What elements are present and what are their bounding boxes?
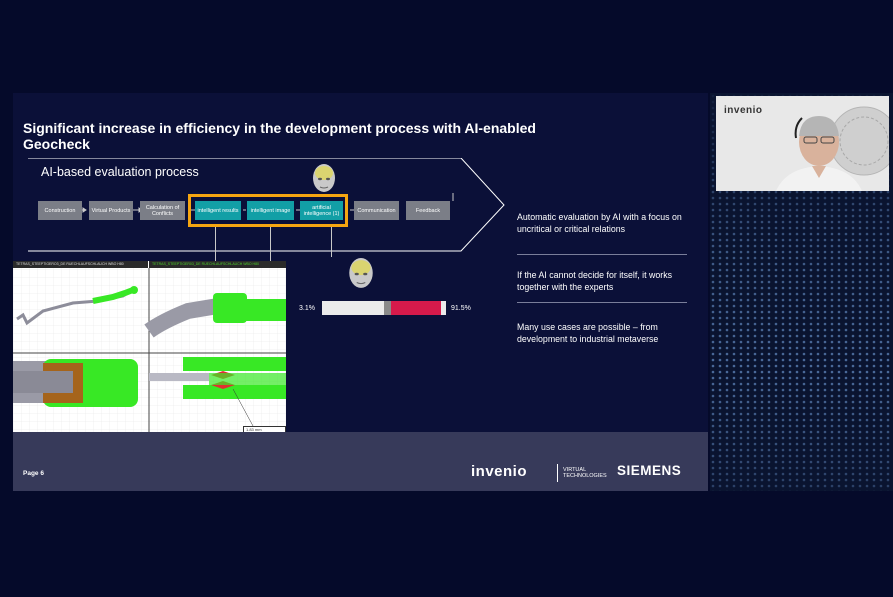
step-communication: Communication — [354, 201, 399, 220]
connector-line — [331, 227, 332, 257]
step-artificial-intelligence: artificial intelligence (1) — [300, 201, 343, 220]
process-arrow-frame — [28, 158, 505, 252]
logo-separator — [557, 464, 558, 482]
slide-title: Significant increase in efficiency in th… — [23, 120, 536, 152]
image-header-right: TETRAS_STEEPTIGER03_DE RUECHLAUFSCHLAUCH… — [149, 261, 286, 268]
connector-line — [270, 227, 271, 261]
geocheck-image-grid: TETRAS_STEEPTIGERO3_DE RUECHLAUFSCHLAUCH… — [13, 261, 286, 438]
ai-head-icon — [349, 258, 373, 288]
virtual-technologies-text: VIRTUAL TECHNOLOGIES — [563, 467, 607, 479]
page-number: Page 6 — [23, 470, 44, 477]
ai-head-icon — [313, 164, 335, 192]
bullet-2: If the AI cannot decide for itself, it w… — [517, 270, 672, 292]
step-feedback: Feedback — [406, 201, 450, 220]
webcam-feed: invenio — [716, 96, 889, 191]
step-intelligent-results: intelligent results — [195, 201, 241, 220]
ai-highlight-box — [188, 194, 348, 227]
step-construction: Construction — [38, 201, 82, 220]
score-high-value: 91.5% — [451, 305, 471, 312]
webcam-invenio-logo: invenio — [724, 105, 763, 116]
slide-footer: Page 6 invenio VIRTUAL TECHNOLOGIES SIEM… — [13, 432, 708, 491]
bullet-divider — [517, 254, 687, 255]
cad-model-views — [13, 268, 286, 437]
presentation-slide: Significant increase in efficiency in th… — [13, 93, 708, 491]
score-bar — [322, 301, 446, 315]
bullet-1: Automatic evaluation by AI with a focus … — [517, 212, 682, 234]
bullet-3: Many use cases are possible – from devel… — [517, 322, 659, 344]
connector-line — [215, 227, 216, 261]
image-header-left: TETRAS_STEEPTIGERO3_DE RUECHLAUFSCHLAUCH… — [13, 261, 148, 268]
step-virtual-products: Virtual Products — [89, 201, 133, 220]
bullet-divider — [517, 302, 687, 303]
siemens-logo: SIEMENS — [617, 463, 682, 478]
score-bar-marker — [384, 301, 391, 315]
presenter-video — [776, 106, 889, 191]
step-calculation-of-conflicts: Calculation of Conflicts — [140, 201, 185, 220]
invenio-logo: invenio — [471, 463, 528, 480]
score-low-value: 3.1% — [299, 305, 315, 312]
step-intelligent-image: intelligent image — [247, 201, 294, 220]
process-title: AI-based evaluation process — [41, 165, 199, 179]
score-bar-fill — [391, 301, 441, 315]
